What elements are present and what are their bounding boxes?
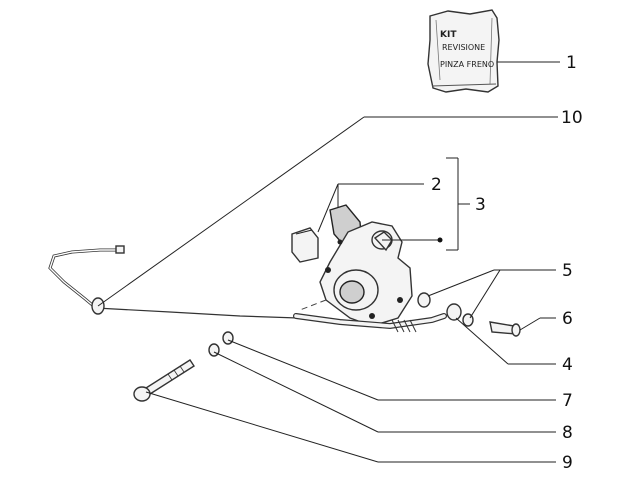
kit-label-line1: KIT: [440, 30, 457, 40]
leader-lines: [97, 61, 560, 463]
callout-3: 3: [475, 195, 486, 215]
callout-2: 2: [431, 175, 442, 195]
callout-10: 10: [561, 108, 583, 128]
mounting-bolt-and-washers: [133, 331, 234, 402]
callout-9: 9: [562, 453, 573, 473]
callout-4: 4: [562, 355, 573, 375]
revision-kit-bag: KIT REVISIONE PINZA FRENO: [427, 9, 500, 93]
callout-5: 5: [562, 261, 573, 281]
callout-1: 1: [566, 53, 577, 73]
callout-6: 6: [562, 309, 573, 329]
kit-label-line3: PINZA FRENO: [440, 60, 494, 69]
callout-8: 8: [562, 423, 573, 443]
brake-caliper: [299, 221, 413, 327]
kit-label-line2: REVISIONE: [442, 43, 485, 52]
callout-7: 7: [562, 391, 573, 411]
banjo-bolt-and-washers: [417, 292, 521, 337]
brake-hose: [48, 245, 447, 333]
callout-numbers: 1 10 2 3 5 6 4 7 8 9: [431, 53, 583, 473]
